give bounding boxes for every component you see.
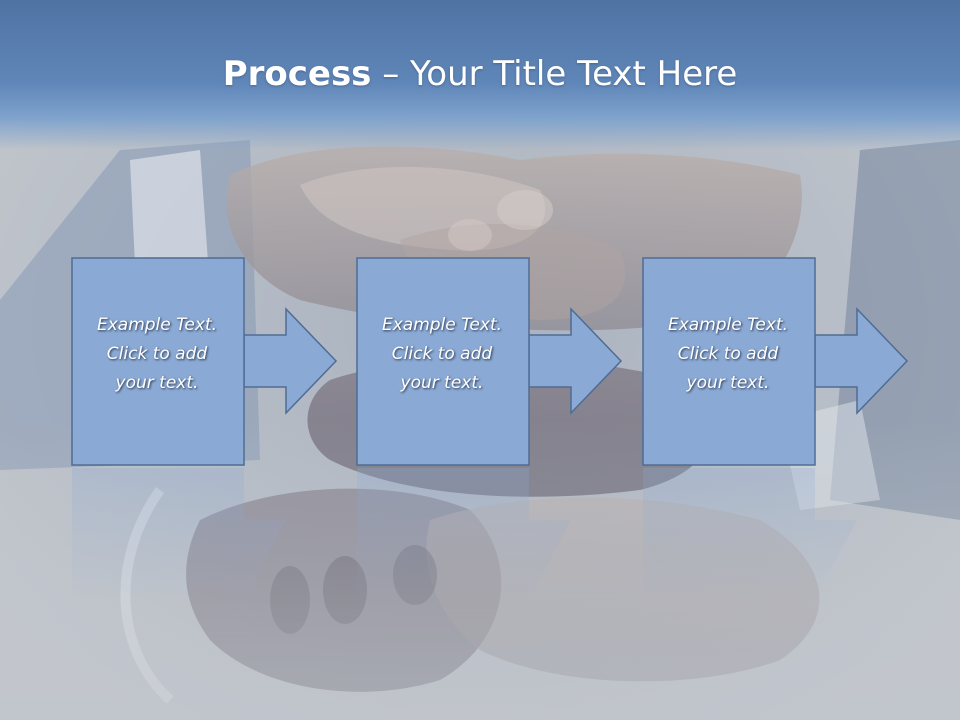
step-2-box <box>356 257 530 466</box>
step-2-reflection <box>357 468 571 600</box>
step-3-arrow <box>814 307 909 415</box>
step-3-reflection <box>643 468 857 600</box>
slide-title-rest: – Your Title Text Here <box>371 54 738 94</box>
step-3-text[interactable]: Example Text. Click to add your text. <box>667 315 789 393</box>
step-2-text[interactable]: Example Text. Click to add your text. <box>381 315 503 393</box>
process-step-1[interactable] <box>71 257 338 600</box>
process-step-2[interactable] <box>356 257 623 600</box>
slide-title-bold: Process <box>222 54 372 94</box>
step-1-box <box>71 257 245 466</box>
header-band <box>0 0 960 150</box>
step-3-box <box>642 257 816 466</box>
process-step-3[interactable] <box>642 257 909 600</box>
step-1-reflection <box>72 468 286 600</box>
step-2-arrow <box>528 307 623 415</box>
step-1-text[interactable]: Example Text. Click to add your text. <box>96 315 218 393</box>
slide-title[interactable]: Process – Your Title Text Here <box>0 52 960 96</box>
step-1-arrow <box>243 307 338 415</box>
